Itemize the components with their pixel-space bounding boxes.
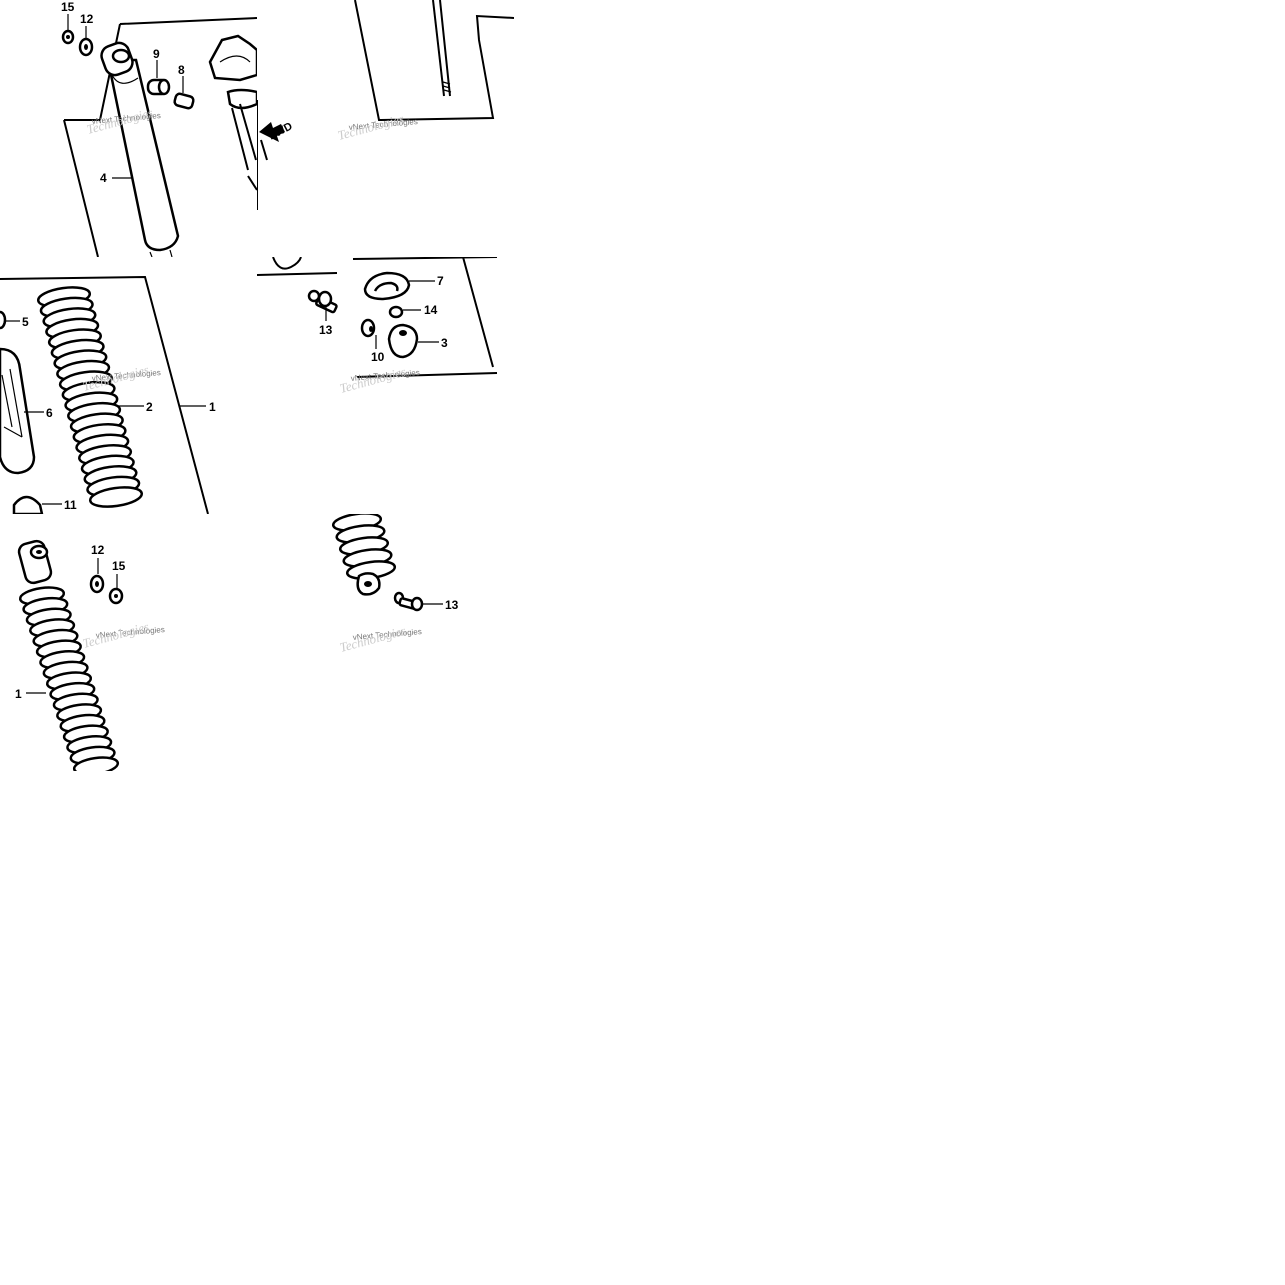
coil-spring-2 <box>36 286 144 508</box>
washer-12-b: 12 <box>89 543 105 594</box>
callout-13-b: 13 <box>445 598 459 612</box>
spring-bottom <box>331 514 397 580</box>
rod-frame <box>354 0 514 122</box>
diagram-tile-small-parts: 7 13 14 10 3 vNext Technologies Technolo… <box>257 257 514 514</box>
callout-2: 2 <box>146 400 153 414</box>
watermark-faint: Technologies <box>81 619 151 651</box>
callout-1-b: 1 <box>15 687 22 701</box>
callout-8: 8 <box>178 63 185 77</box>
callout-3: 3 <box>441 336 448 350</box>
bolt-13: 13 <box>307 289 338 337</box>
diagram-tile-shock-body: 15 12 9 8 4 vNext Technologies Technolog… <box>0 0 257 257</box>
callout-9: 9 <box>153 47 160 61</box>
spring-coil <box>72 756 120 771</box>
callout-10: 10 <box>371 350 385 364</box>
bolt-13-b: 13 <box>393 591 459 612</box>
eye-joint-3: 3 <box>387 323 448 359</box>
diagram-tile-spring: 5 6 11 2 1 vNext Technologies Technologi… <box>0 257 257 514</box>
bushing-8: 8 <box>173 63 195 110</box>
bump-rubber-6: 6 <box>0 347 53 475</box>
spring-seat-7: 7 <box>363 271 444 301</box>
fwd-arrow: FWD <box>259 120 295 143</box>
callout-1: 1 <box>209 400 216 414</box>
washer-12: 12 <box>78 12 94 57</box>
callout-5: 5 <box>22 315 29 329</box>
callout-15-b: 15 <box>112 559 126 573</box>
shock-damper-body <box>100 41 180 257</box>
callout-7: 7 <box>437 274 444 288</box>
watermark-faint: Technologies <box>338 623 408 655</box>
collar-9: 9 <box>146 47 171 96</box>
watermark-faint: Technologies <box>336 111 406 143</box>
nut-10: 10 <box>360 318 385 364</box>
diagram-tile-assembled: 12 15 1 vNext Technologies Technologies <box>0 514 257 771</box>
nut-14: 14 <box>388 303 438 319</box>
nut-15-b: 15 <box>108 559 126 605</box>
callout-12: 12 <box>80 12 94 26</box>
diagram-tile-fwd: FWD vNext Technologies Technologies <box>257 0 514 257</box>
spring-seat-partial <box>208 34 257 191</box>
shock-assembly-1 <box>17 539 120 771</box>
callout-12-b: 12 <box>91 543 105 557</box>
eye-end <box>356 572 381 596</box>
callout-14: 14 <box>424 303 438 317</box>
watermark-faint: Technologies <box>338 364 408 396</box>
nut-15: 15 <box>61 0 75 45</box>
callout-13: 13 <box>319 323 333 337</box>
callout-4: 4 <box>100 171 107 185</box>
spring-coil <box>88 486 144 508</box>
diagram-tile-spring-bottom: 13 vNext Technologies Technologies <box>257 514 514 771</box>
callout-15: 15 <box>61 0 75 14</box>
callout-6: 6 <box>46 406 53 420</box>
callout-11: 11 <box>64 498 77 512</box>
cap-11: 11 <box>12 495 77 514</box>
